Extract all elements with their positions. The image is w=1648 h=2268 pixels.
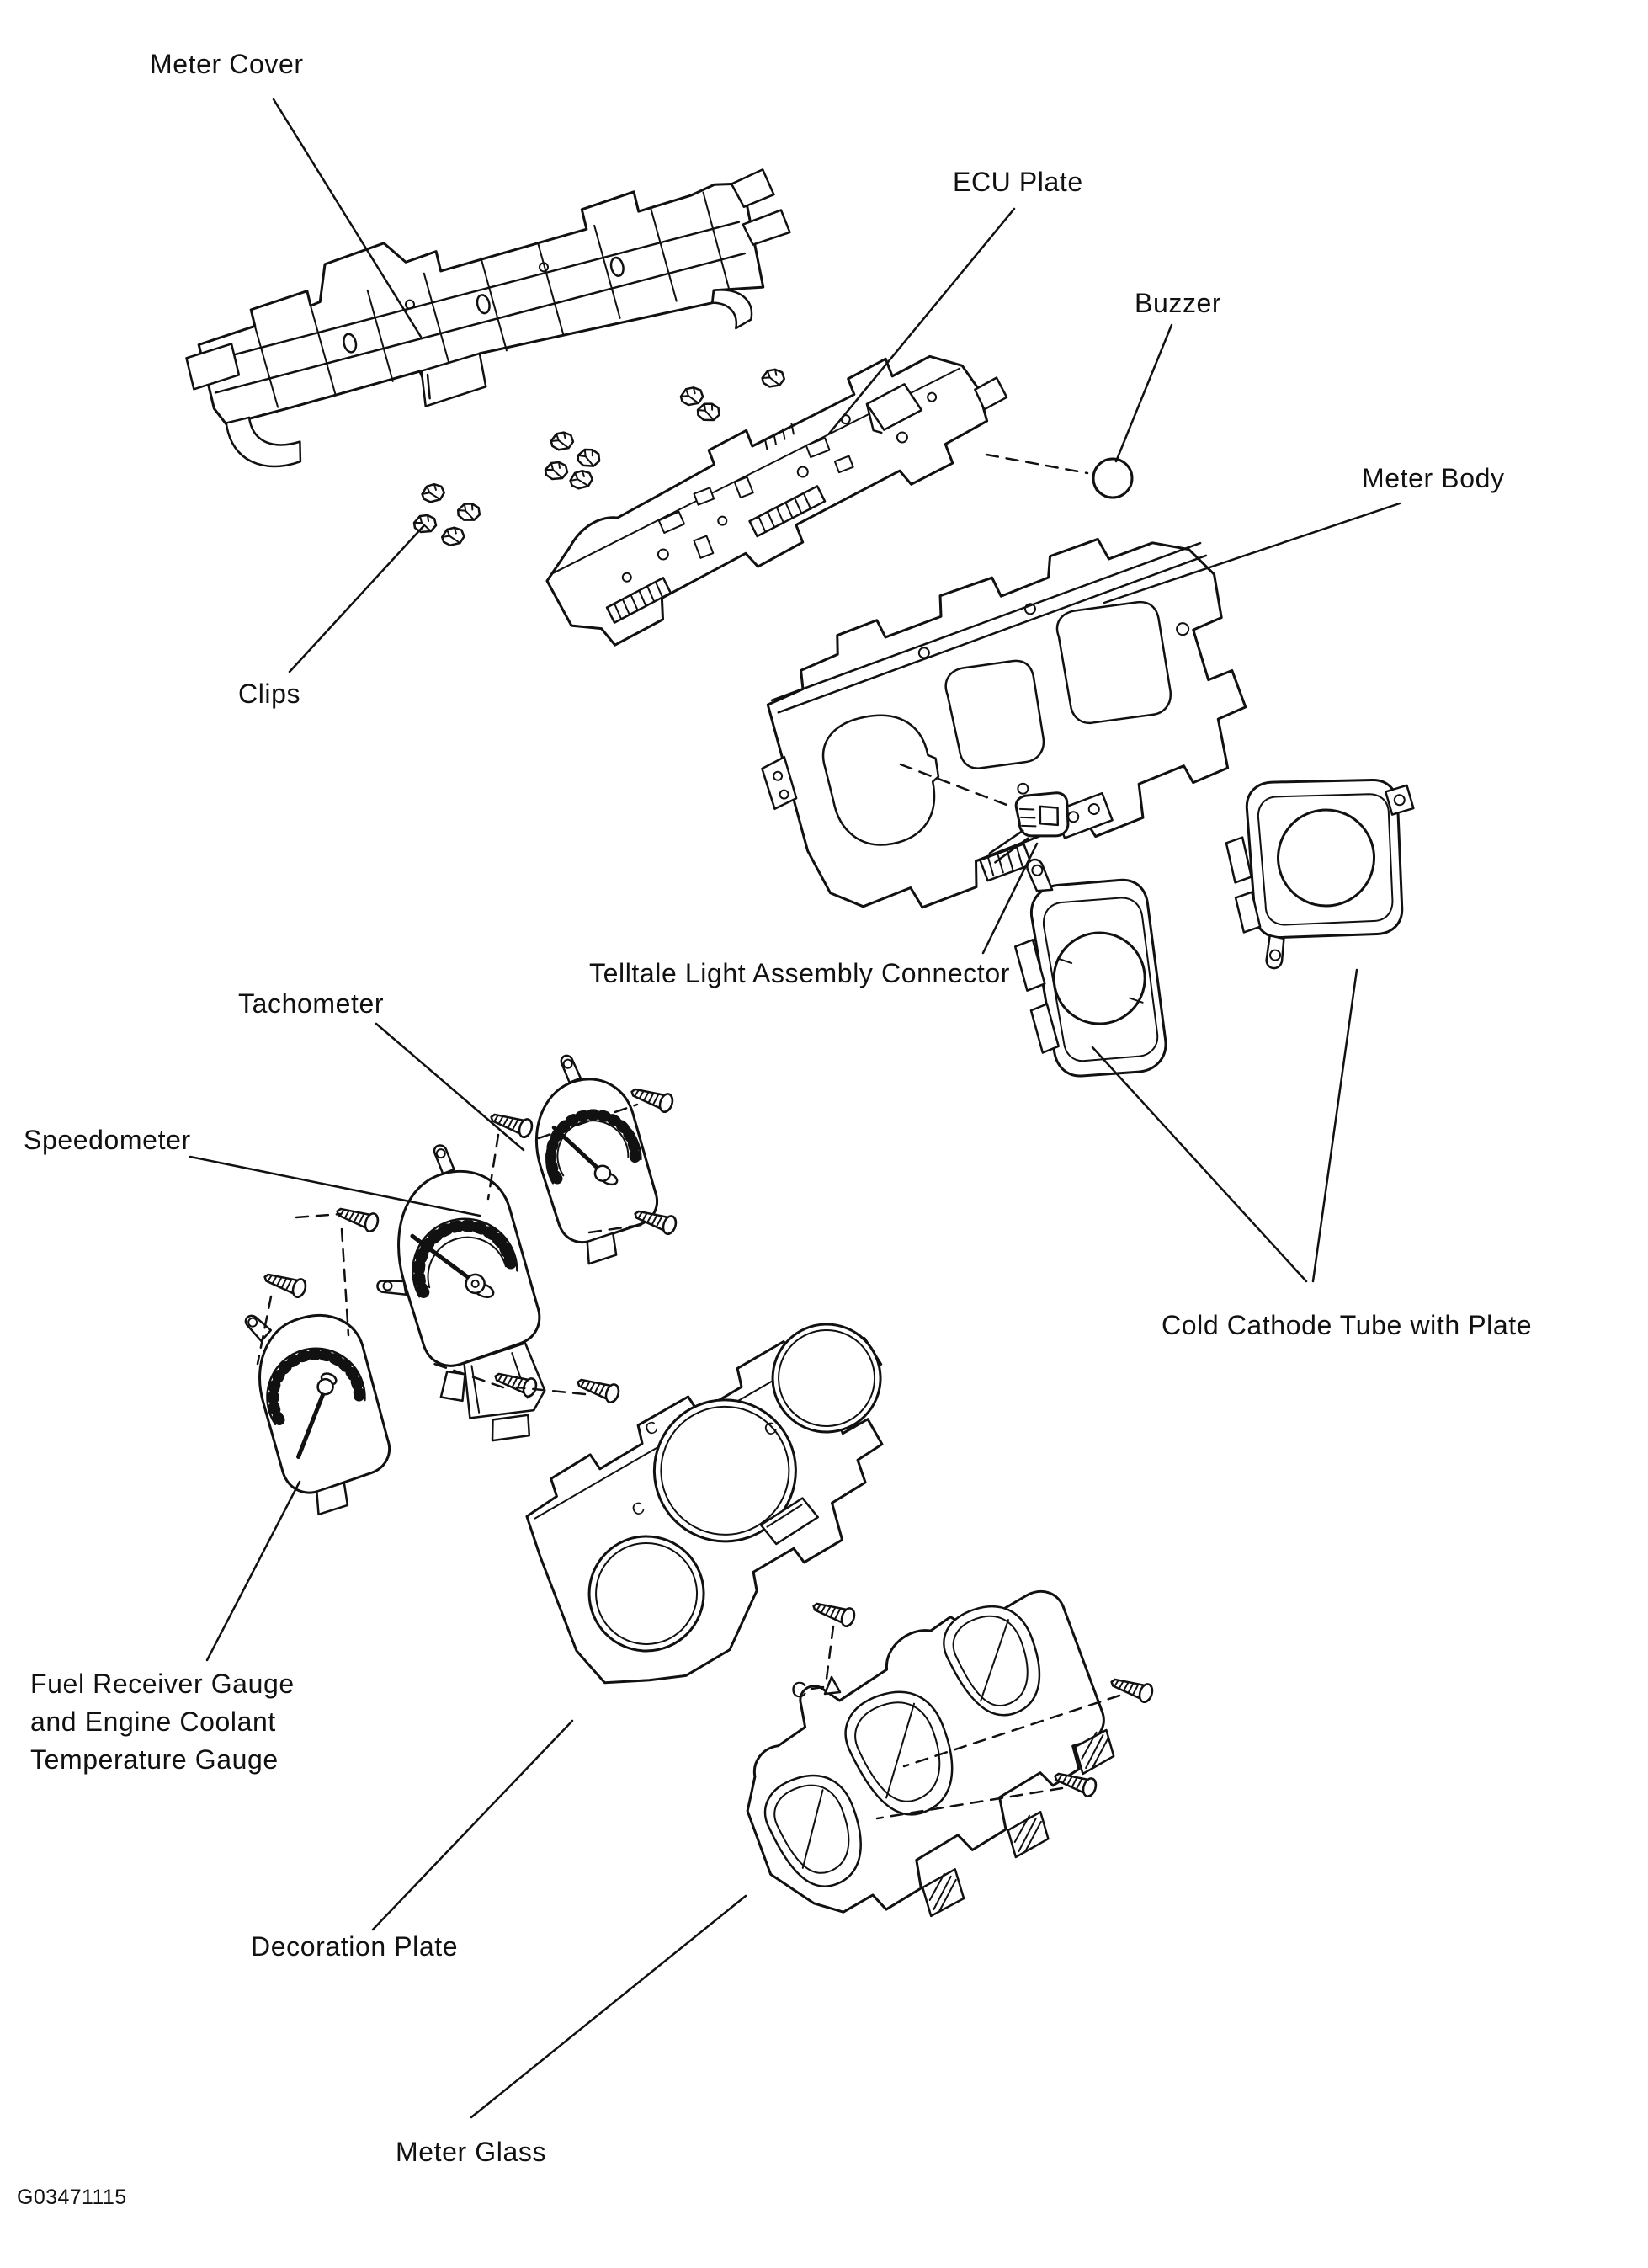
datum-mark-letter: C xyxy=(791,1677,807,1702)
fuel-and-coolant-gauge-drawing xyxy=(244,1313,391,1516)
tachometer-drawing xyxy=(535,1054,659,1265)
meter-body-drawing xyxy=(761,537,1247,909)
label-ecu-plate: ECU Plate xyxy=(953,167,1083,197)
leader-fuel-gauge xyxy=(205,1480,301,1662)
label-telltale-connector: Telltale Light Assembly Connector xyxy=(589,958,1011,988)
leader-cold-cathode-left xyxy=(1091,1046,1308,1283)
leader-speedometer xyxy=(189,1155,481,1217)
leader-lines xyxy=(189,98,1401,2119)
decoration-plate-drawing: C C C xyxy=(525,1323,884,1685)
leader-ecu-plate xyxy=(827,207,1016,435)
datum-mark-c-triangle: C xyxy=(791,1675,842,1702)
cold-cathode-plate-right-drawing xyxy=(1225,779,1415,970)
speedometer-drawing xyxy=(376,1144,546,1442)
meter-glass-drawing xyxy=(746,1589,1115,1918)
telltale-connector-drawing xyxy=(988,791,1070,864)
leader-buzzer xyxy=(1114,323,1173,463)
leader-telltale xyxy=(981,842,1039,955)
cold-cathode-plate-left-drawing xyxy=(1013,858,1167,1078)
leader-decoration-plate xyxy=(371,1719,574,1931)
label-decoration-plate: Decoration Plate xyxy=(251,1931,459,1962)
assembly-guide-lines xyxy=(256,453,1121,1820)
label-fuel-coolant-line3: Temperature Gauge xyxy=(30,1744,279,1775)
label-meter-cover: Meter Cover xyxy=(150,49,304,79)
ecu-plate-drawing xyxy=(545,354,1008,647)
leader-tachometer xyxy=(375,1022,525,1152)
label-speedometer: Speedometer xyxy=(24,1125,191,1155)
leader-clips xyxy=(288,524,426,673)
leader-meter-body xyxy=(1103,502,1401,604)
figure-code: G03471115 xyxy=(17,2185,127,2209)
leader-meter-glass xyxy=(470,1894,747,2119)
leader-meter-cover xyxy=(272,98,423,338)
label-tachometer: Tachometer xyxy=(238,988,385,1019)
leader-cold-cathode-right xyxy=(1311,968,1358,1283)
label-fuel-coolant-gauge: Fuel Receiver Gauge and Engine Coolant T… xyxy=(30,1665,295,1779)
label-buzzer: Buzzer xyxy=(1135,288,1222,318)
label-meter-body: Meter Body xyxy=(1362,463,1505,493)
label-fuel-coolant-line1: Fuel Receiver Gauge xyxy=(30,1669,295,1699)
label-cold-cathode-tube: Cold Cathode Tube with Plate xyxy=(1162,1310,1533,1340)
label-meter-glass: Meter Glass xyxy=(396,2137,547,2167)
buzzer-drawing xyxy=(1092,457,1134,499)
label-fuel-coolant-line2: and Engine Coolant xyxy=(30,1706,276,1737)
label-clips: Clips xyxy=(238,679,301,709)
meter-cover-drawing xyxy=(185,168,791,468)
